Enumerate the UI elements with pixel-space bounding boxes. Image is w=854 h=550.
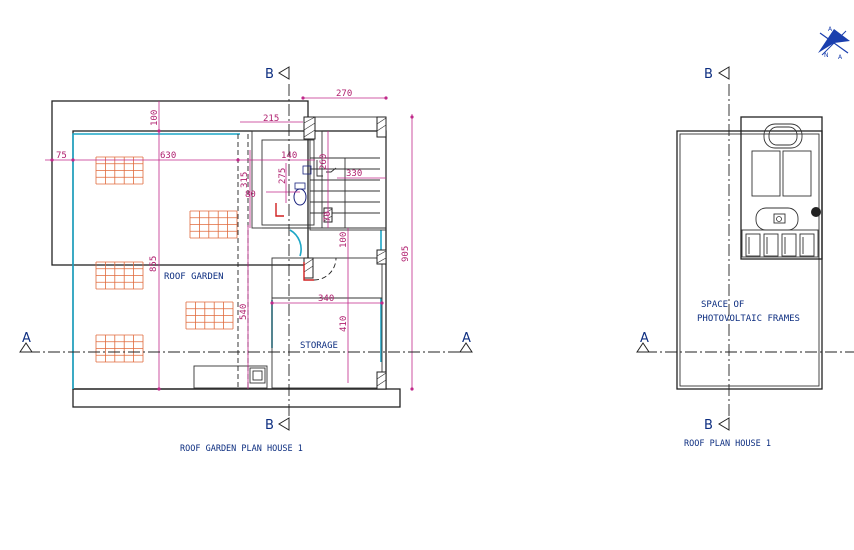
svg-text:B: B [704, 418, 713, 433]
boiler-icon [755, 207, 799, 231]
dim-80: 80 [245, 190, 256, 200]
section-marker-b-bottom: B [265, 417, 290, 433]
room-label-roof-garden: ROOF GARDEN [164, 272, 224, 282]
svg-text:B: B [265, 418, 274, 433]
door-swing-glass [289, 229, 302, 257]
dim-340: 340 [318, 294, 334, 304]
section-marker-a-left: A [19, 331, 33, 353]
bottom-parapet [72, 388, 401, 408]
dim-410: 410 [339, 316, 349, 332]
svg-text:A: A [22, 331, 31, 346]
basin-icon [302, 165, 312, 175]
planter-bench [193, 365, 268, 389]
dim-630: 630 [160, 151, 176, 161]
room-label-storage: STORAGE [300, 341, 338, 351]
sink-icon [249, 367, 266, 384]
corridor-walls [271, 257, 383, 299]
svg-text:B: B [704, 67, 713, 82]
svg-text:A: A [838, 54, 843, 61]
tile-grid [189, 210, 238, 239]
plan-title-roof: ROOF PLAN HOUSE 1 [684, 439, 771, 449]
solar-collector-icon-2 [782, 150, 812, 197]
dim-270: 270 [336, 89, 352, 99]
svg-text:A: A [462, 331, 471, 346]
plan-title-roof-garden: ROOF GARDEN PLAN HOUSE 1 [180, 444, 303, 454]
roof-plan: SPACE OF PHOTOVOLTAIC FRAMES ROOF PLAN H… [676, 116, 823, 449]
wc-door-icon [275, 203, 284, 217]
tile-grid [95, 261, 144, 290]
dim-70: 70 [323, 211, 333, 222]
water-tank-icon [763, 123, 803, 149]
door-swing [313, 257, 337, 281]
roof-outline [676, 130, 823, 390]
storage-room [271, 297, 383, 389]
dim-275: 275 [278, 168, 288, 184]
pv-note-line1: SPACE OF [701, 300, 744, 310]
ac-units [741, 229, 819, 258]
north-arrow-icon: N A A [818, 26, 850, 61]
solar-collector-icon [751, 150, 781, 197]
dim-215: 215 [263, 114, 279, 124]
dim-100: 100 [150, 110, 160, 126]
dim-100-b: 100 [339, 232, 349, 248]
section-marker-b-roof-top: B [704, 66, 730, 82]
parapet-outline [51, 100, 309, 266]
section-marker-a-roof: A [636, 331, 650, 353]
dim-905: 905 [401, 246, 411, 262]
dim-855: 855 [149, 256, 159, 272]
dimension-lines [45, 96, 414, 391]
svg-text:N: N [824, 52, 829, 59]
dim-330: 330 [346, 169, 362, 179]
wc-inner [261, 139, 315, 226]
equipment-platform [740, 116, 823, 260]
tile-grid [185, 301, 234, 330]
dim-540: 540 [239, 304, 249, 320]
paving-tiles [95, 156, 238, 363]
tile-grid [95, 334, 144, 363]
svg-text:A: A [640, 331, 649, 346]
section-marker-a-right: A [459, 331, 473, 353]
dim-75: 75 [56, 151, 67, 161]
vent-icon [811, 207, 821, 217]
cistern-icon [294, 182, 306, 190]
storage-door-icon [303, 262, 314, 281]
toilet-icon [293, 188, 307, 206]
tile-grid [95, 156, 144, 185]
roof-slab [72, 130, 387, 390]
section-marker-b-roof-bottom: B [704, 417, 730, 433]
glass-railing [72, 133, 240, 389]
section-marker-b-top: B [265, 66, 290, 82]
svg-text:B: B [265, 67, 274, 82]
dim-260: 260 [319, 154, 329, 170]
dim-315: 315 [240, 172, 250, 188]
pv-note-line2: PHOTOVOLTAIC FRAMES [697, 314, 800, 324]
roof-garden-plan: 270 100 215 75 630 140 260 275 330 315 8… [45, 89, 414, 454]
svg-text:A: A [828, 26, 833, 33]
stair-treads [310, 157, 380, 228]
